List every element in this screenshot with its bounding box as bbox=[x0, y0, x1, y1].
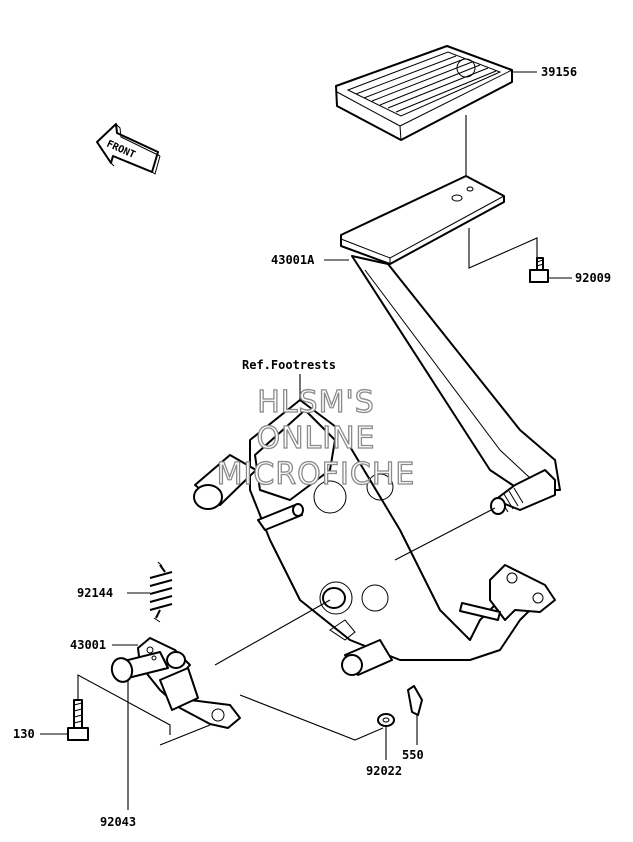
watermark-line-2: ONLINE bbox=[256, 421, 375, 456]
footrest-pad bbox=[335, 45, 513, 141]
washer-92022 bbox=[377, 713, 395, 727]
front-arrow-icon: FRONT bbox=[96, 123, 161, 175]
bolt-130 bbox=[67, 699, 89, 741]
watermark-line-3: MICROFICHE bbox=[217, 457, 416, 492]
leader-lines bbox=[40, 71, 572, 810]
label-550: 550 bbox=[402, 748, 424, 762]
pedal-arm bbox=[193, 399, 556, 676]
label-43001: 43001 bbox=[70, 638, 106, 652]
label-92144: 92144 bbox=[77, 586, 113, 600]
label-92022: 92022 bbox=[366, 764, 402, 778]
label-43001a: 43001A bbox=[271, 253, 315, 267]
watermark: HLSM'S ONLINE MICROFICHE bbox=[216, 384, 416, 492]
label-39156: 39156 bbox=[541, 65, 577, 79]
label-130: 130 bbox=[13, 727, 35, 741]
label-ref-footrests: Ref.Footrests bbox=[242, 358, 336, 372]
bolt-92009 bbox=[529, 257, 549, 283]
label-92043: 92043 bbox=[100, 815, 136, 829]
return-spring bbox=[149, 561, 173, 623]
pedal-lever bbox=[137, 637, 241, 729]
brake-pedal bbox=[340, 175, 561, 491]
label-92009: 92009 bbox=[575, 271, 611, 285]
clevis-pin-92043 bbox=[110, 651, 169, 683]
cotter-pin-550 bbox=[407, 685, 423, 716]
watermark-line-1: HLSM'S bbox=[257, 385, 375, 420]
